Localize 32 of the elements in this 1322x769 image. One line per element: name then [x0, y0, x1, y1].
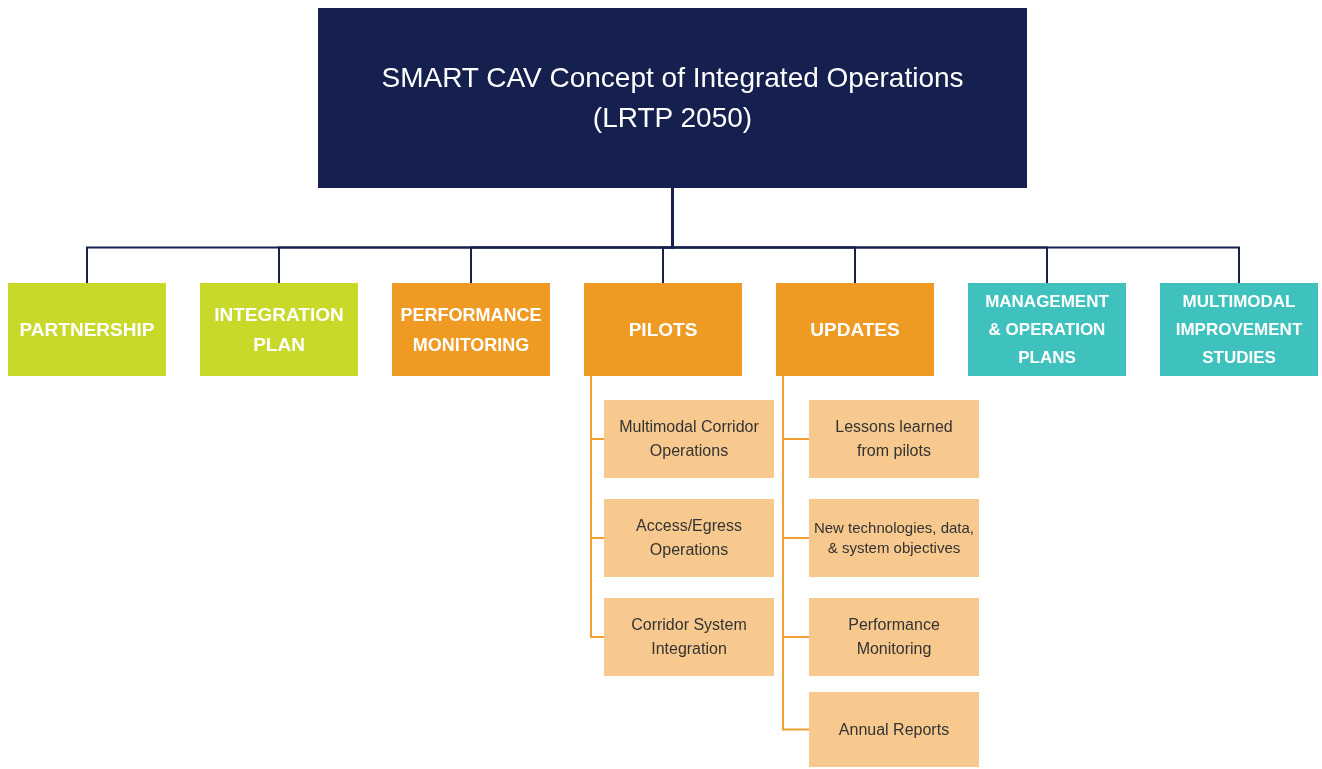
category-box: [392, 283, 550, 376]
subtask-box: [809, 499, 979, 577]
subtask-box: [604, 598, 774, 676]
category-box: [968, 283, 1126, 376]
subtask-box: [809, 692, 979, 767]
category-box: [776, 283, 934, 376]
node-label: MANAGEMENT & OPERATION PLANS: [984, 290, 1110, 369]
connector-line: [782, 375, 810, 731]
category-box: [8, 283, 166, 376]
node-label: Corridor System Integration: [630, 615, 748, 659]
subtask-box: [604, 400, 774, 478]
node-label: PARTNERSHIP: [18, 317, 156, 342]
node-label: INTEGRATION PLAN: [213, 302, 345, 357]
title-box: [318, 8, 1027, 188]
subtask-box: [809, 598, 979, 676]
node-label: MULTIMODAL IMPROVEMENT STUDIES: [1174, 290, 1304, 369]
node-label: New technologies, data, & system objectives: [812, 518, 976, 558]
node-label: Lessons learned from pilots: [834, 417, 954, 461]
node-label: PERFORMANCE MONITORING: [399, 303, 543, 357]
node-label: Performance Monitoring: [847, 615, 941, 659]
subtask-box: [604, 499, 774, 577]
node-label: SMART CAV Concept of Integrated Operations (LRTP 2050): [380, 61, 965, 135]
node-label: Access/Egress Operations: [635, 516, 743, 560]
node-label: Annual Reports: [837, 719, 951, 740]
category-box: [1160, 283, 1318, 376]
node-label: PILOTS: [627, 317, 699, 342]
node-label: UPDATES: [809, 317, 901, 342]
connector-line: [590, 375, 605, 638]
subtask-box: [809, 400, 979, 478]
category-box: [584, 283, 742, 376]
category-box: [200, 283, 358, 376]
node-label: Multimodal Corridor Operations: [618, 417, 760, 461]
